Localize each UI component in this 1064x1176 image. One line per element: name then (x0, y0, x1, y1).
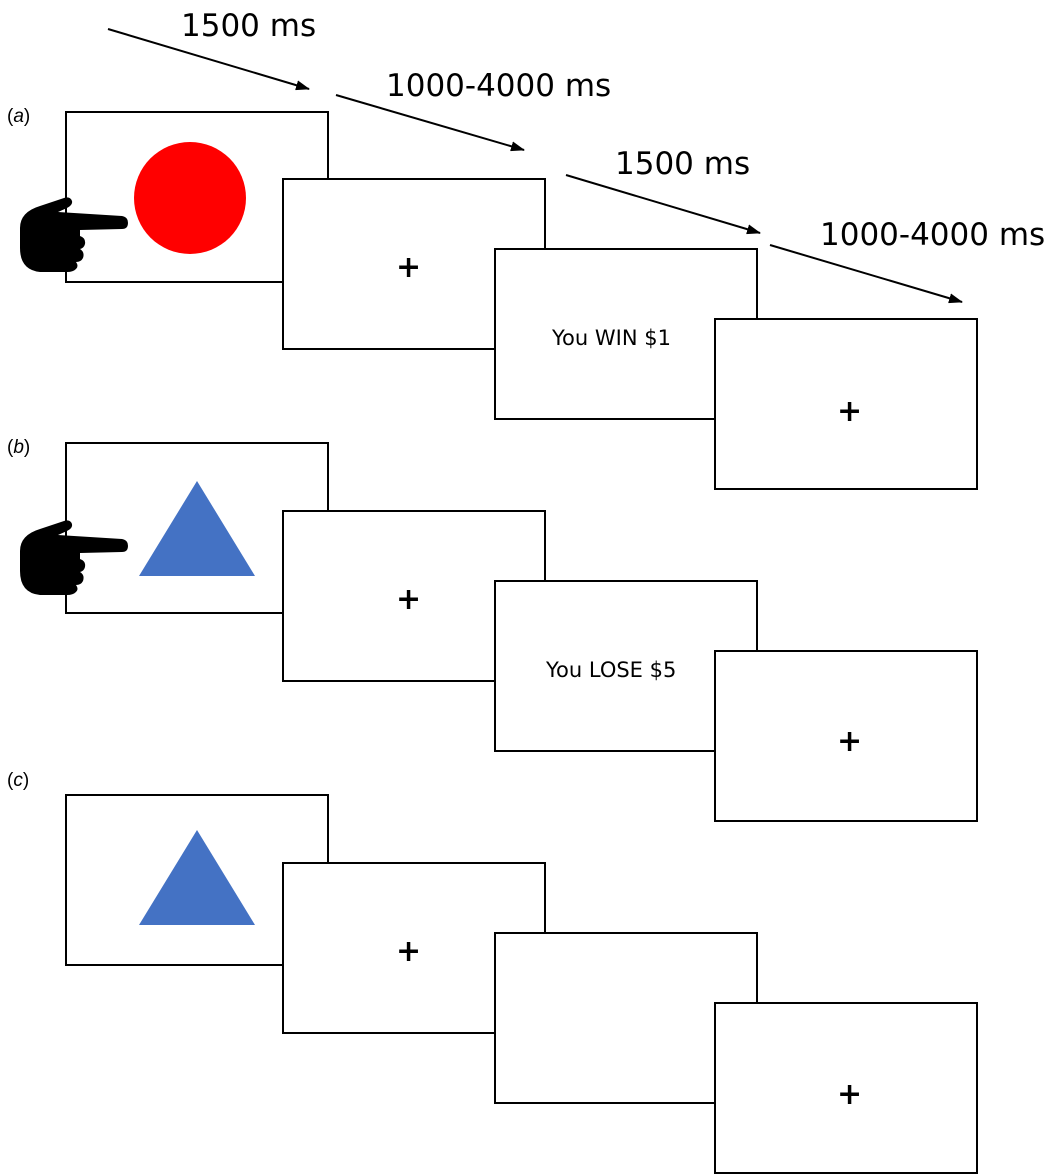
fixation-cross: + (396, 250, 422, 285)
pointing-hand-icon (20, 197, 128, 272)
panel-label-c: (c) (7, 770, 30, 791)
pointing-hand-icon (20, 520, 128, 595)
panel-label-b: (b) (7, 437, 31, 458)
feedback-text-win: You WIN $1 (552, 326, 671, 350)
iti-screen-c: + (714, 1002, 978, 1174)
iti-screen-a: + (714, 318, 978, 490)
feedback-text-lose: You LOSE $5 (546, 658, 677, 682)
panel-label-a: (a) (7, 106, 31, 127)
timing-label-2: 1000-4000 ms (386, 68, 612, 104)
timeline-arrow-3 (565, 174, 761, 235)
blue-triangle-stimulus (139, 830, 255, 925)
red-circle-stimulus (134, 142, 246, 254)
fixation-cross: + (396, 582, 422, 617)
blue-triangle-stimulus (139, 481, 255, 576)
fixation-cross: + (837, 394, 863, 429)
timeline-arrows (107, 28, 963, 304)
timing-label-4: 1000-4000 ms (820, 217, 1046, 253)
fixation-cross: + (837, 1077, 863, 1112)
timing-label-1: 1500 ms (181, 8, 317, 44)
timeline-arrow-1 (107, 28, 310, 91)
iti-screen-b: + (714, 650, 978, 822)
timing-label-3: 1500 ms (615, 146, 751, 182)
fixation-cross: + (396, 934, 422, 969)
timeline-arrow-4 (769, 244, 963, 304)
fixation-cross: + (837, 724, 863, 759)
timeline-arrow-2 (335, 94, 525, 152)
